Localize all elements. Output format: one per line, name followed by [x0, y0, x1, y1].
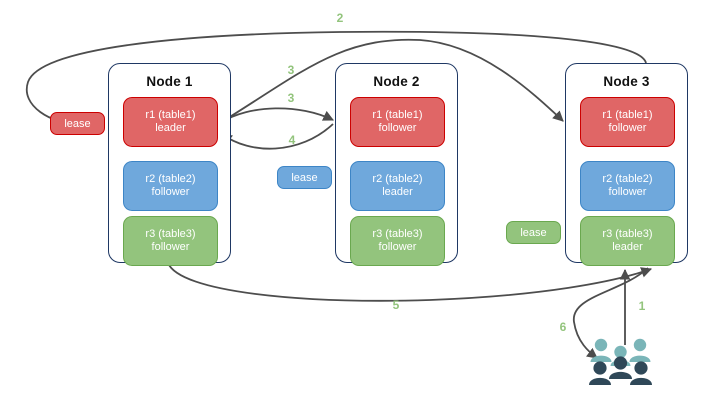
- replica-r3[interactable]: r3 (table3) leader: [580, 216, 675, 266]
- replica-name: r1 (table1): [145, 108, 196, 121]
- replica-r3[interactable]: r3 (table3) follower: [350, 216, 445, 266]
- lease-badge-blue[interactable]: lease: [277, 166, 332, 189]
- lease-label: lease: [520, 226, 547, 239]
- lease-badge-red[interactable]: lease: [50, 112, 105, 135]
- edge-4-path: [221, 123, 334, 150]
- node-box-node1[interactable]: Node 1 r1 (table1) leader r2 (table2) fo…: [108, 63, 231, 266]
- replica-role: follower: [608, 186, 647, 198]
- replica-name: r2 (table2): [372, 172, 423, 185]
- replica-r1[interactable]: r1 (table1) follower: [580, 97, 675, 147]
- node-title: Node 3: [603, 74, 650, 89]
- replica-name: r1 (table1): [602, 108, 653, 121]
- edge-label-6: 6: [559, 320, 567, 334]
- edge-label-3b: 3: [287, 91, 295, 105]
- edge-3-lower-path: [219, 107, 334, 124]
- replica-role: leader: [382, 186, 413, 198]
- replica-name: r3 (table3): [145, 227, 196, 240]
- node-title: Node 1: [146, 74, 193, 89]
- replica-name: r2 (table2): [145, 172, 196, 185]
- lease-badge-green[interactable]: lease: [506, 221, 561, 244]
- replica-r2[interactable]: r2 (table2) follower: [123, 161, 218, 211]
- node-box-node3[interactable]: Node 3 r1 (table1) follower r2 (table2) …: [565, 63, 688, 266]
- edge-label-2: 2: [336, 11, 344, 25]
- lease-label: lease: [64, 117, 91, 130]
- replica-role: leader: [155, 122, 186, 134]
- replica-r1[interactable]: r1 (table1) follower: [350, 97, 445, 147]
- replica-role: follower: [378, 241, 417, 253]
- edge-label-1: 1: [638, 299, 646, 313]
- replica-name: r1 (table1): [372, 108, 423, 121]
- replica-role: follower: [608, 122, 647, 134]
- replica-role: leader: [612, 241, 643, 253]
- edge-5-path: [167, 262, 653, 302]
- replica-role: follower: [151, 241, 190, 253]
- people-group-icon: [589, 338, 652, 385]
- replica-r1[interactable]: r1 (table1) leader: [123, 97, 218, 147]
- replica-r3[interactable]: r3 (table3) follower: [123, 216, 218, 266]
- edge-label-4: 4: [288, 133, 296, 147]
- replica-name: r3 (table3): [372, 227, 423, 240]
- replica-role: follower: [151, 186, 190, 198]
- node-title: Node 2: [373, 74, 420, 89]
- replica-r2[interactable]: r2 (table2) leader: [350, 161, 445, 211]
- edge-label-5: 5: [392, 298, 400, 312]
- replica-role: follower: [378, 122, 417, 134]
- replica-name: r2 (table2): [602, 172, 653, 185]
- replica-r2[interactable]: r2 (table2) follower: [580, 161, 675, 211]
- replica-name: r3 (table3): [602, 227, 653, 240]
- node-box-node2[interactable]: Node 2 r1 (table1) follower r2 (table2) …: [335, 63, 458, 266]
- lease-label: lease: [291, 171, 318, 184]
- edge-label-3a: 3: [287, 63, 295, 77]
